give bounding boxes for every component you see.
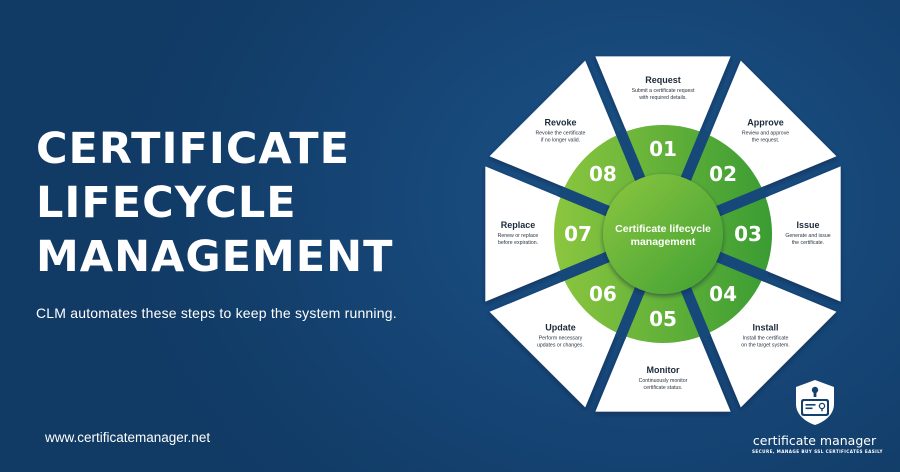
step-title: Request: [645, 75, 681, 85]
step-description: Review and approve: [742, 130, 789, 136]
spoke-divider: [711, 249, 769, 282]
center-circle: [603, 174, 723, 294]
website-link[interactable]: www.certificatemanager.net: [45, 430, 211, 445]
step-title: Approve: [747, 117, 784, 127]
step-description: Submit a certificate request: [632, 88, 695, 94]
logo-name: certificate manager: [752, 433, 877, 448]
step-number: 02: [709, 162, 737, 186]
spoke-divider: [557, 249, 615, 282]
shield-certificate-icon: [795, 380, 834, 425]
spoke-divider: [557, 186, 615, 219]
center-label-line-1: Certificate lifecycle: [615, 223, 711, 235]
step-description: Generate and issue: [785, 233, 830, 239]
spoke-divider: [678, 282, 711, 340]
step-description: the certificate.: [792, 240, 824, 246]
step-number: 05: [649, 307, 677, 331]
spoke-divider: [615, 128, 648, 186]
step-number: 03: [734, 222, 762, 246]
step-title: Monitor: [647, 365, 680, 375]
page-title: CERTIFICATE LIFECYCLE MANAGEMENT: [36, 122, 394, 284]
step-number: 01: [649, 137, 677, 161]
step-description: certificate status.: [644, 385, 683, 391]
step-description: Revoke the certificate: [536, 130, 586, 136]
step-title: Install: [753, 323, 779, 333]
step-description: updates or changes.: [537, 343, 584, 349]
step-description: the request.: [752, 137, 779, 143]
step-title: Issue: [796, 220, 819, 230]
step-number: 04: [709, 282, 737, 306]
step-title: Replace: [501, 220, 536, 230]
brand-logo: certificate manager SECURE, MANAGE BUY S…: [752, 378, 883, 454]
step-description: Install the certificate: [743, 336, 789, 342]
step-description: Continuously monitor: [639, 378, 688, 384]
step-number: 08: [589, 162, 617, 186]
logo-tagline: SECURE, MANAGE BUY SSL CERTIFICATES EASI…: [752, 449, 883, 454]
title-line-2: LIFECYCLE: [36, 178, 297, 228]
step-description: with required details.: [639, 95, 687, 101]
spoke-divider: [711, 186, 769, 219]
title-line-3: MANAGEMENT: [36, 232, 394, 282]
step-title: Update: [545, 323, 576, 333]
spoke-group: [557, 128, 769, 340]
step-description: if no longer valid.: [541, 137, 580, 143]
spoke-divider: [615, 282, 648, 340]
step-description: on the target system.: [741, 343, 789, 349]
step-number: 07: [564, 222, 592, 246]
title-line-1: CERTIFICATE: [36, 124, 351, 174]
step-description: Renew or replace: [498, 233, 539, 239]
step-number: 06: [589, 282, 617, 306]
step-title: Revoke: [544, 117, 576, 127]
step-description: Perform necessary: [539, 336, 583, 342]
spoke-divider: [678, 128, 711, 186]
step-description: before expiration.: [498, 240, 538, 246]
subtitle: CLM automates these steps to keep the sy…: [36, 305, 397, 321]
center-label-line-2: management: [631, 236, 696, 248]
